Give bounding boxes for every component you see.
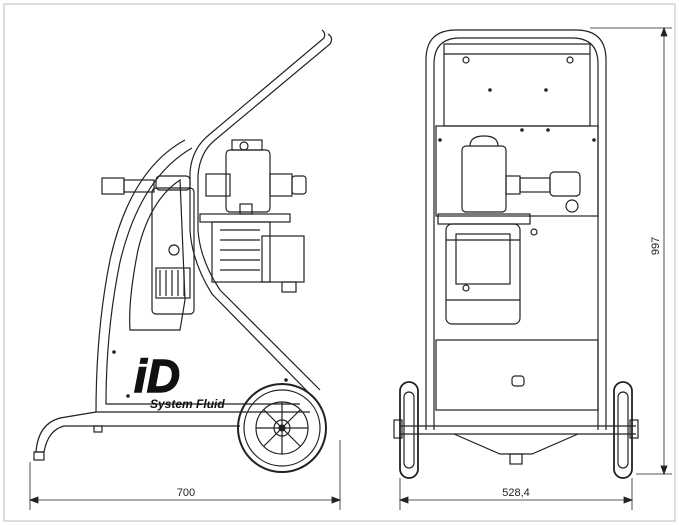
front-view bbox=[393, 29, 639, 479]
drawing-frame bbox=[3, 3, 676, 522]
dim-side-width: 700 bbox=[177, 487, 195, 499]
side-wheel bbox=[237, 383, 327, 473]
brand-logo: iD System Fluid bbox=[133, 349, 225, 411]
side-handle bbox=[197, 33, 333, 391]
logo-mark: iD bbox=[134, 350, 180, 402]
front-motor bbox=[445, 223, 521, 325]
side-view bbox=[33, 29, 333, 473]
front-wheel-right bbox=[613, 381, 633, 479]
dim-front-width: 528,4 bbox=[502, 487, 530, 499]
side-frame bbox=[95, 139, 310, 413]
front-frame bbox=[425, 29, 607, 430]
front-wheel-left bbox=[399, 381, 419, 479]
dimensions bbox=[28, 26, 672, 510]
logo-brand-text: System Fluid bbox=[150, 397, 225, 411]
dim-height: 997 bbox=[650, 237, 662, 255]
side-filter bbox=[151, 187, 195, 315]
